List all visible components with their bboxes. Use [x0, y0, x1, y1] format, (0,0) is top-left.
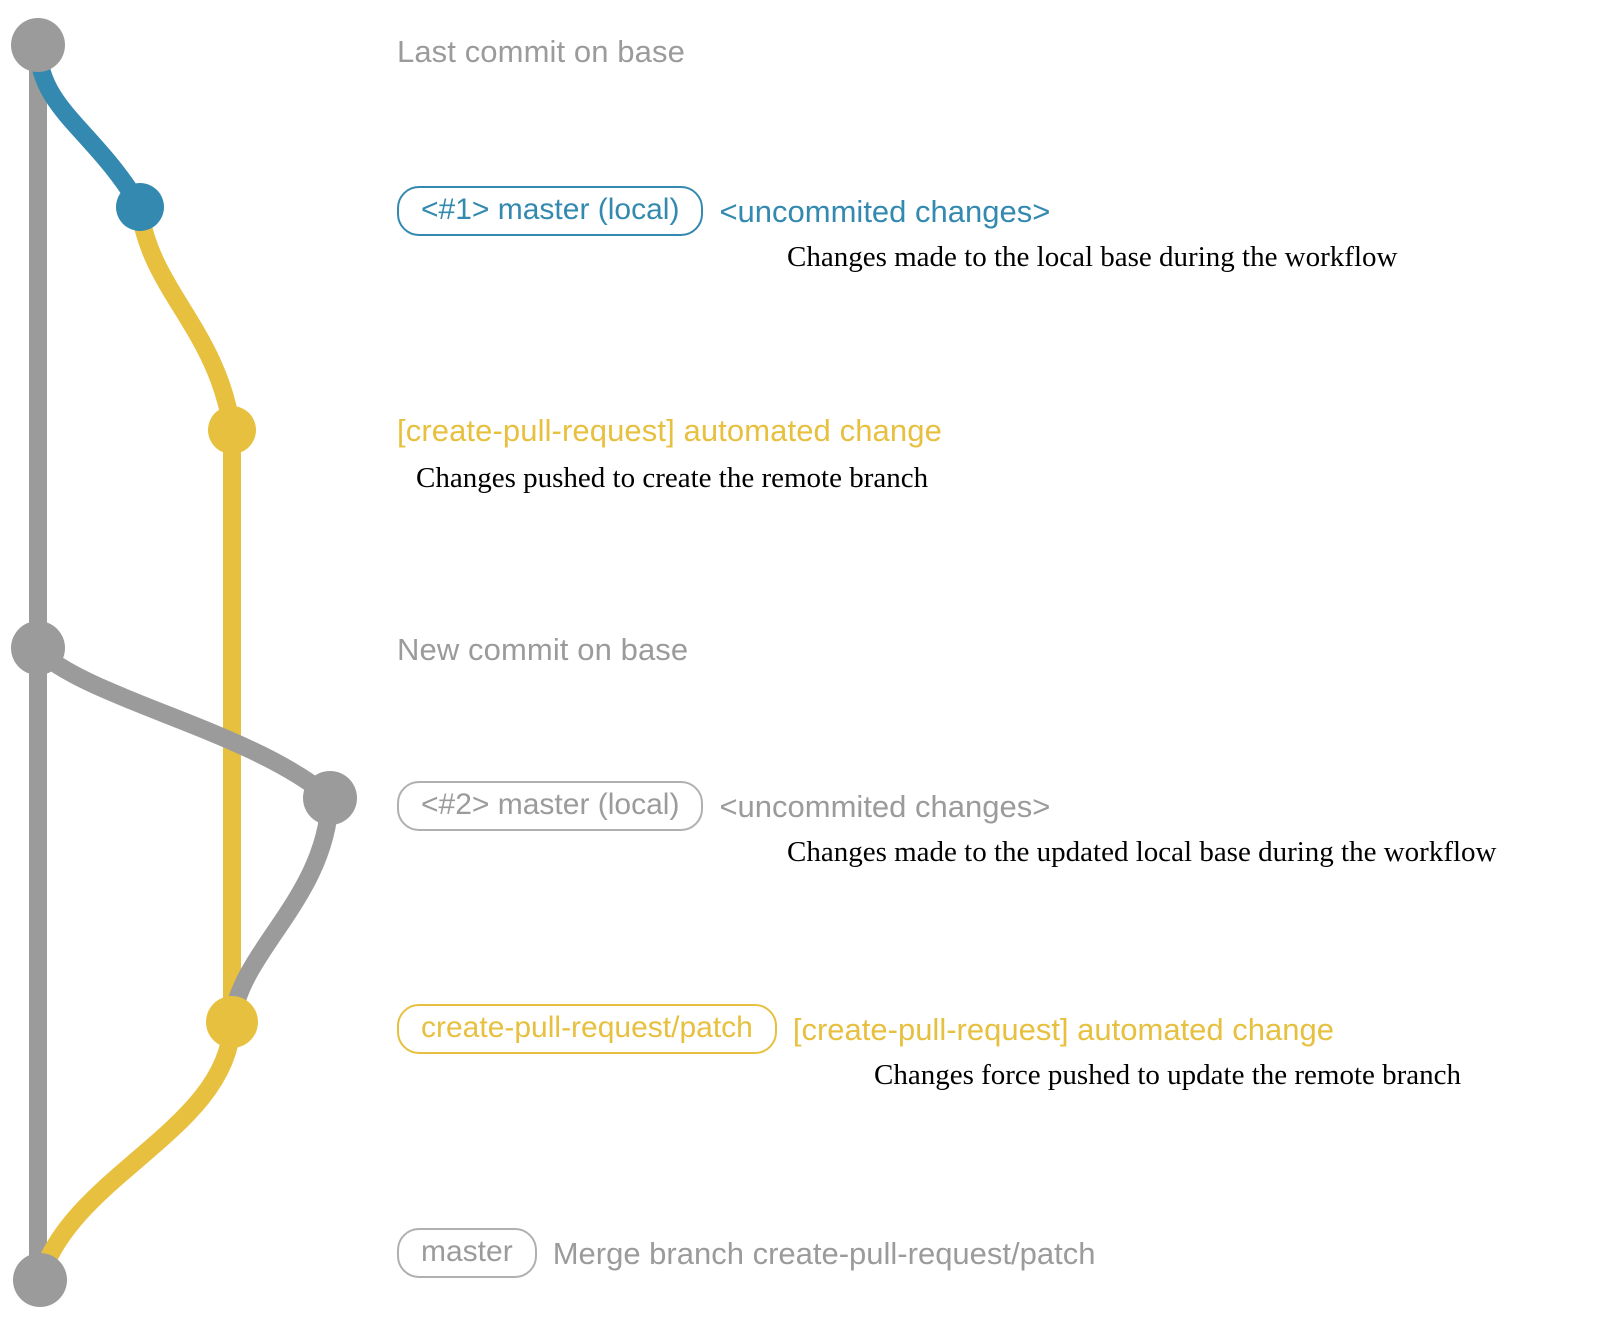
commit-node-new-commit-on-base[interactable]: [11, 621, 65, 675]
row-automated-change-1: [create-pull-request] automated change: [397, 413, 942, 449]
branch-badge-master-local-2[interactable]: <#2> master (local): [397, 781, 704, 831]
commit-message-master-merge: Merge branch create-pull-request/patch: [552, 1235, 1096, 1271]
branch-badge-master[interactable]: master: [397, 1228, 537, 1278]
edge-local2-to-patch2: [223, 791, 339, 1031]
commit-message-master-local-1: <uncommited changes>: [719, 193, 1051, 229]
row-new-commit-on-base: New commit on base: [397, 632, 688, 668]
description-automated-change-1: Changes pushed to create the remote bran…: [416, 462, 929, 494]
commit-node-master-merge[interactable]: [13, 1253, 67, 1307]
commit-node-create-pull-request-patch[interactable]: [206, 996, 258, 1048]
edge-base-to-local2: [29, 641, 339, 807]
branch-badge-create-pull-request-patch[interactable]: create-pull-request/patch: [397, 1004, 777, 1054]
row-master-local-1: <#1> master (local) <uncommited changes>: [397, 186, 1050, 236]
row-master-merge: master Merge branch create-pull-request/…: [397, 1228, 1095, 1278]
row-master-local-2: <#2> master (local) <uncommited changes>: [397, 781, 1050, 831]
commit-node-master-local-1[interactable]: [116, 183, 164, 231]
branch-badge-master-local-1[interactable]: <#1> master (local): [397, 186, 704, 236]
description-create-pull-request-patch: Changes force pushed to update the remot…: [874, 1059, 1462, 1091]
commit-message-automated-change-1: [create-pull-request] automated change: [397, 413, 942, 448]
commit-nodes: [11, 18, 357, 1307]
row-create-pull-request-patch: create-pull-request/patch [create-pull-r…: [397, 1004, 1334, 1054]
commit-message-last-commit-on-base: Last commit on base: [397, 34, 685, 69]
edge-patch2-to-merge: [31, 1015, 241, 1289]
commit-message-new-commit-on-base: New commit on base: [397, 632, 689, 667]
commit-graph-svg: [11, 18, 357, 1307]
commit-node-automated-change-1[interactable]: [208, 406, 256, 454]
commit-node-master-local-2[interactable]: [303, 771, 357, 825]
description-master-local-2: Changes made to the updated local base d…: [787, 836, 1497, 868]
commit-node-last-commit-on-base[interactable]: [11, 18, 65, 72]
edge-local1-to-patch1: [131, 201, 241, 439]
commit-message-create-pull-request-patch: [create-pull-request] automated change: [792, 1011, 1334, 1047]
row-last-commit-on-base: Last commit on base: [397, 34, 685, 70]
description-master-local-1: Changes made to the local base during th…: [787, 241, 1398, 273]
commit-message-master-local-2: <uncommited changes>: [719, 788, 1051, 824]
edge-base-to-local1: [29, 39, 149, 216]
